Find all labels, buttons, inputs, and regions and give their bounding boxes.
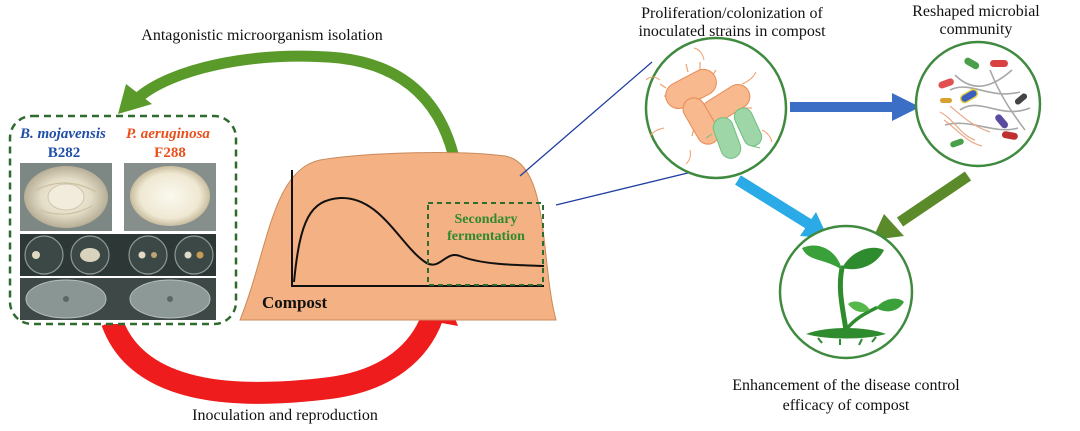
compost-mound: Secondary fermentation Compost xyxy=(239,152,557,321)
proliferation-label-line2: inoculated strains in compost xyxy=(638,23,826,40)
bacteria-cells-icon xyxy=(644,36,788,180)
strain1-code: B282 xyxy=(48,145,81,161)
secondary-label-line2: fermentation xyxy=(447,229,525,244)
efficacy-arrow-left xyxy=(735,175,828,238)
strain2-colony-photo xyxy=(124,163,216,231)
zoom-line-bottom xyxy=(555,169,701,206)
antagonism-plates-top xyxy=(20,234,216,276)
microbial-community-icon xyxy=(914,40,1042,168)
zoom-line-top xyxy=(519,61,653,177)
secondary-fermentation-box xyxy=(427,202,544,286)
strain-panel: B. mojavensis P. aeruginosa B282 F288 xyxy=(8,114,238,326)
reshaped-label-line1: Reshaped microbial xyxy=(912,3,1040,20)
secondary-label-line1: Secondary xyxy=(455,212,518,227)
enhancement-label-line2: efficacy of compost xyxy=(783,397,910,414)
efficacy-arrow-right xyxy=(872,171,972,240)
isolation-label: Antagonistic microorganism isolation xyxy=(141,27,382,44)
compost-label: Compost xyxy=(262,293,328,312)
proliferation-label-line1: Proliferation/colonization of xyxy=(641,5,823,22)
antagonism-plates-bottom xyxy=(20,278,216,320)
sprout-icon xyxy=(778,224,914,360)
inoculation-label: Inoculation and reproduction xyxy=(192,407,378,424)
strain1-name: B. mojavensis xyxy=(19,126,106,142)
enhancement-label-line1: Enhancement of the disease control xyxy=(732,377,960,394)
strain2-name: P. aeruginosa xyxy=(126,126,210,142)
strain1-colony-photo xyxy=(20,163,112,231)
reshaped-label-line2: community xyxy=(940,21,1013,38)
strain2-code: F288 xyxy=(154,145,186,161)
fermentation-curve xyxy=(293,196,545,283)
community-arrow xyxy=(790,93,920,121)
